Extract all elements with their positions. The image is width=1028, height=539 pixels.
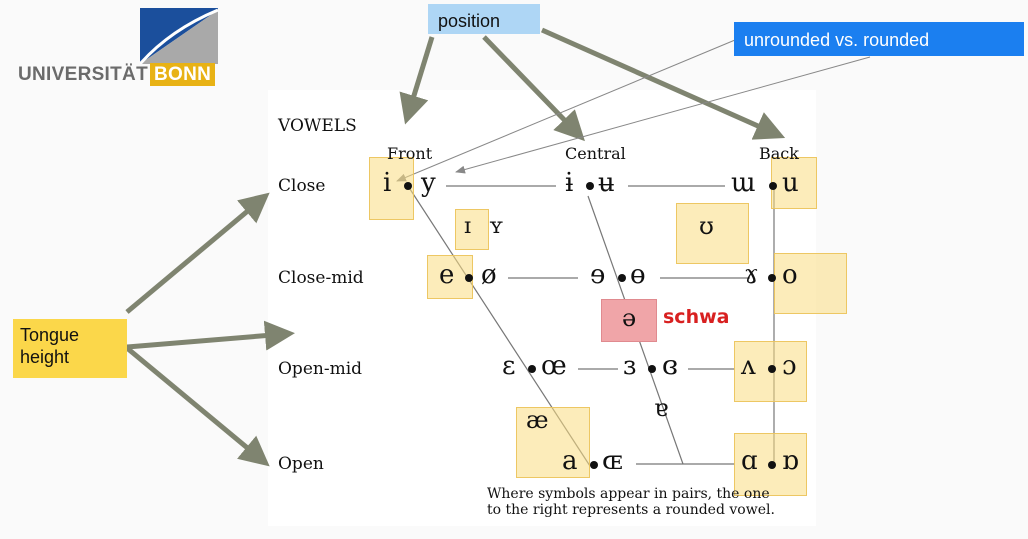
vowel-I: ɪ bbox=[464, 214, 472, 239]
schwa-label: schwa bbox=[663, 306, 730, 328]
row-close: Close bbox=[278, 176, 326, 196]
pair-dot bbox=[768, 365, 776, 373]
vowel-o: o bbox=[782, 260, 798, 290]
pair-dot bbox=[768, 461, 776, 469]
vowel-o-bar: ɵ bbox=[630, 260, 646, 290]
row-open: Open bbox=[278, 454, 324, 474]
highlight-u bbox=[771, 157, 817, 209]
logo-text-bonn: BONN bbox=[149, 63, 216, 86]
highlight-ae-a bbox=[516, 407, 590, 478]
logo-mark-icon bbox=[140, 8, 218, 64]
vowel-Y: ʏ bbox=[489, 214, 504, 239]
vowel-script-a: ɑ bbox=[741, 446, 758, 476]
pair-dot bbox=[465, 274, 473, 282]
vowel-u-bar: ʉ bbox=[598, 168, 615, 198]
pair-dot bbox=[768, 274, 776, 282]
vowel-m-turned: ɯ bbox=[731, 168, 756, 198]
pair-dot bbox=[769, 182, 777, 190]
position-label: position bbox=[428, 4, 540, 34]
vowel-reversed-epsilon: ɜ bbox=[623, 351, 637, 381]
footnote-line-2: to the right represents a rounded vowel. bbox=[487, 502, 775, 518]
vowel-turned-script-a: ɒ bbox=[782, 446, 799, 476]
highlight-I bbox=[455, 209, 489, 250]
pair-dot bbox=[404, 182, 412, 190]
tongue-height-arrows bbox=[125, 192, 295, 467]
vowel-upsilon: ʊ bbox=[699, 212, 714, 240]
column-central: Central bbox=[565, 144, 626, 163]
chart-footnote: Where symbols appear in pairs, the one t… bbox=[487, 486, 775, 518]
highlight-o bbox=[774, 253, 847, 314]
position-arrows bbox=[399, 27, 786, 142]
vowel-u: u bbox=[782, 168, 799, 198]
vowel-i-bar: ɨ bbox=[565, 168, 574, 198]
rounded-label: unrounded vs. rounded bbox=[734, 22, 1024, 56]
row-open-mid: Open-mid bbox=[278, 359, 363, 379]
vowel-e-reversed: ɘ bbox=[590, 260, 606, 290]
column-back: Back bbox=[759, 144, 799, 163]
row-close-mid: Close-mid bbox=[278, 268, 364, 288]
pair-dot bbox=[590, 461, 598, 469]
vowel-epsilon: ɛ bbox=[502, 351, 516, 381]
vowel-ae: æ bbox=[526, 406, 549, 434]
vowel-open-o: ɔ bbox=[782, 351, 797, 381]
vowel-schwa: ə bbox=[622, 304, 637, 332]
vowel-OE: ɶ bbox=[602, 446, 623, 476]
pair-dot bbox=[648, 365, 656, 373]
highlight-upsilon bbox=[676, 203, 749, 264]
footnote-line-1: Where symbols appear in pairs, the one bbox=[487, 486, 770, 502]
vowel-o-slash: ø bbox=[481, 260, 497, 290]
highlight-i bbox=[369, 157, 414, 220]
pair-dot bbox=[586, 182, 594, 190]
vowel-i: i bbox=[383, 168, 392, 198]
pair-dot bbox=[618, 274, 626, 282]
vowel-a: a bbox=[562, 446, 578, 476]
chart-title: VOWELS bbox=[278, 116, 357, 136]
vowel-closed-reversed-epsilon: ɞ bbox=[662, 351, 678, 381]
vowel-rams-horn: ɤ bbox=[744, 260, 759, 290]
column-front: Front bbox=[387, 144, 433, 163]
vowel-y: y bbox=[421, 168, 436, 198]
pair-dot bbox=[528, 365, 536, 373]
vowel-turned-a: ɐ bbox=[654, 394, 669, 422]
logo-text-universitat: UNIVERSITÄT bbox=[18, 64, 148, 85]
highlight-schwa bbox=[601, 299, 657, 342]
tongue-height-label: Tongue height bbox=[13, 319, 127, 378]
vowel-e: e bbox=[439, 260, 455, 290]
vowel-oe: œ bbox=[541, 351, 567, 381]
rounded-arrows bbox=[396, 39, 871, 182]
vowel-wedge: ʌ bbox=[741, 351, 756, 381]
